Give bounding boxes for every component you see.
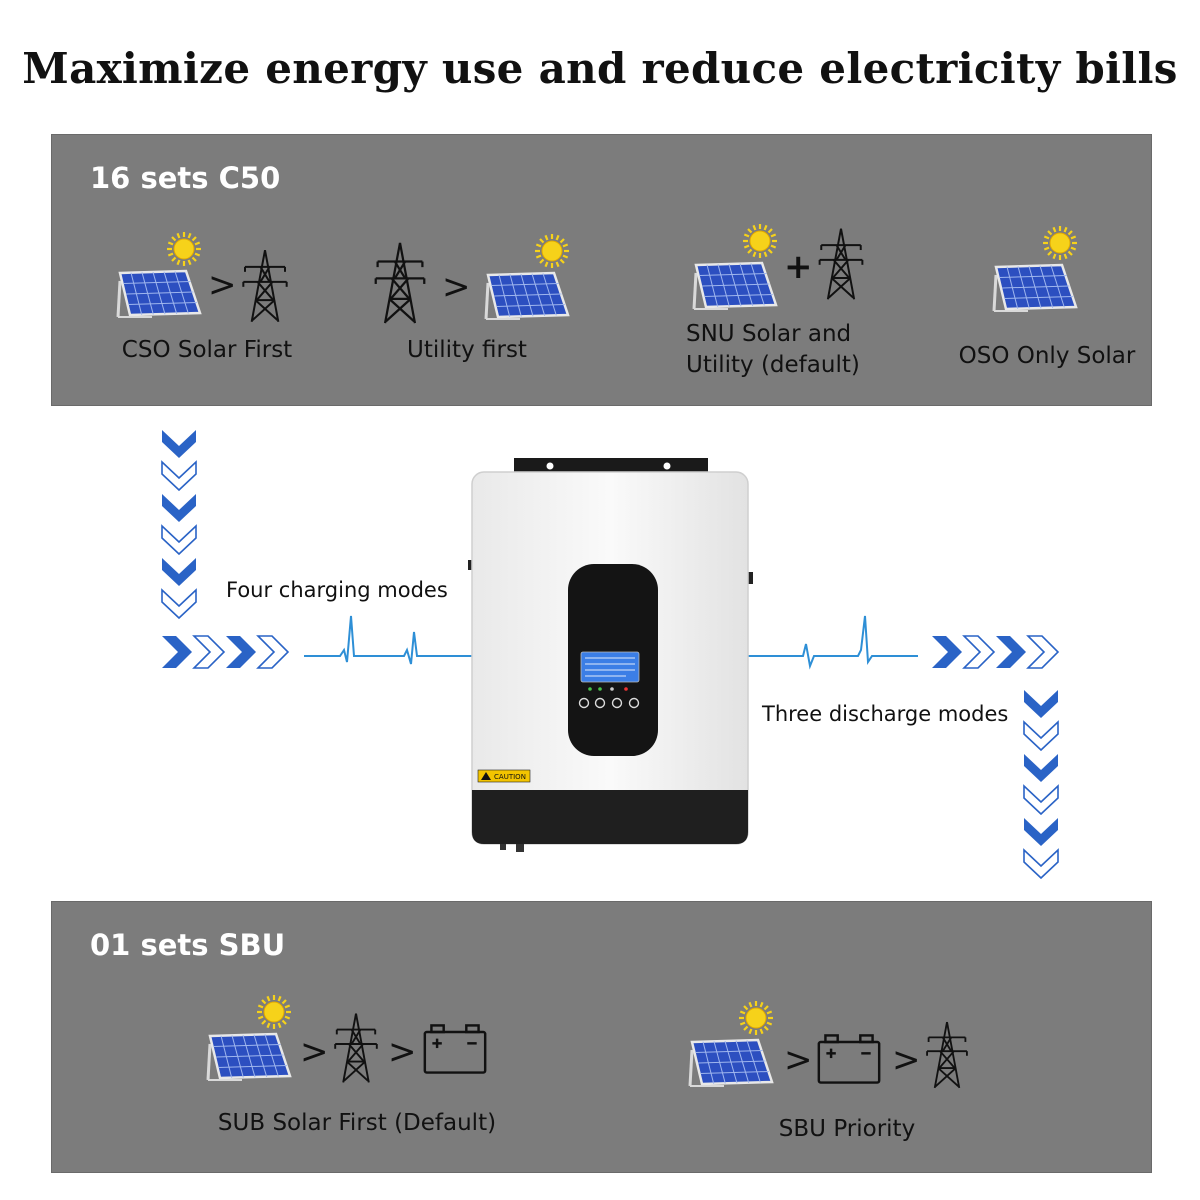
chevron-down-icon bbox=[160, 588, 198, 620]
panel-heading: 01 sets SBU bbox=[90, 928, 286, 962]
chevron-down-icon bbox=[1022, 688, 1060, 720]
chevron-down-icon bbox=[160, 428, 198, 460]
greater-than-symbol: > bbox=[892, 1040, 921, 1080]
chevron-down-icon bbox=[160, 460, 198, 492]
mode-label-utility-first: Utility first bbox=[407, 337, 527, 363]
chevron-right-icon bbox=[930, 634, 964, 670]
transmission-tower-icon bbox=[924, 1020, 970, 1090]
chevron-right-icon bbox=[962, 634, 996, 670]
chevron-right-icon bbox=[192, 634, 226, 670]
mode-label-oso: OSO Only Solar bbox=[958, 343, 1136, 369]
transmission-tower-icon bbox=[240, 247, 290, 325]
chevron-down-icon bbox=[1022, 752, 1060, 784]
power-waveform-left bbox=[304, 615, 484, 665]
greater-than-symbol: > bbox=[442, 267, 471, 307]
solar-panel-icon bbox=[684, 1000, 784, 1090]
solar-panel-icon bbox=[480, 233, 580, 323]
greater-than-symbol: > bbox=[388, 1032, 417, 1072]
chevron-down-icon bbox=[160, 492, 198, 524]
battery-icon bbox=[422, 1022, 488, 1076]
greater-than-symbol: > bbox=[300, 1032, 329, 1072]
inverter-device: CAUTION bbox=[468, 458, 753, 852]
discharge-modes-label: Three discharge modes bbox=[762, 702, 1009, 726]
chevron-down-icon bbox=[1022, 816, 1060, 848]
chevron-down-icon bbox=[1022, 720, 1060, 752]
page-title: Maximize energy use and reduce electrici… bbox=[22, 44, 1178, 93]
greater-than-symbol: > bbox=[208, 265, 237, 305]
greater-than-symbol: > bbox=[784, 1040, 813, 1080]
chevron-right-icon bbox=[160, 634, 194, 670]
chevron-right-icon bbox=[1026, 634, 1060, 670]
mode-label-snu-line2: Utility (default) bbox=[686, 352, 860, 378]
mode-label-snu: SNU Solar and Utility (default) bbox=[662, 319, 916, 381]
chevron-down-icon bbox=[1022, 784, 1060, 816]
mode-label-sbu: SBU Priority bbox=[778, 1116, 916, 1142]
solar-panel-icon bbox=[688, 223, 788, 313]
charging-modes-panel: 16 sets C50 > CSO Solar First > Utility … bbox=[51, 134, 1152, 406]
solar-panel-icon bbox=[112, 231, 212, 321]
chevron-down-icon bbox=[1022, 848, 1060, 880]
caution-label: CAUTION bbox=[494, 773, 526, 781]
solar-panel-icon bbox=[202, 994, 302, 1084]
power-waveform-right bbox=[748, 615, 918, 670]
transmission-tower-icon bbox=[372, 239, 428, 327]
transmission-tower-icon bbox=[332, 1012, 380, 1084]
panel-heading: 16 sets C50 bbox=[90, 161, 281, 195]
plus-symbol: + bbox=[784, 247, 813, 287]
chevron-down-icon bbox=[160, 556, 198, 588]
mode-label-snu-line1: SNU Solar and bbox=[686, 321, 852, 347]
transmission-tower-icon bbox=[816, 227, 866, 301]
chevron-right-icon bbox=[224, 634, 258, 670]
chevron-down-icon bbox=[160, 524, 198, 556]
chevron-right-icon bbox=[256, 634, 290, 670]
mode-label-sub: SUB Solar First (Default) bbox=[217, 1110, 497, 1136]
battery-icon bbox=[816, 1032, 882, 1086]
mode-label-cso: CSO Solar First bbox=[121, 337, 293, 363]
chevron-right-icon bbox=[994, 634, 1028, 670]
discharge-modes-panel: 01 sets SBU > > SUB Solar First (Default… bbox=[51, 901, 1152, 1173]
solar-panel-icon bbox=[988, 225, 1088, 315]
charging-modes-label: Four charging modes bbox=[226, 578, 448, 602]
